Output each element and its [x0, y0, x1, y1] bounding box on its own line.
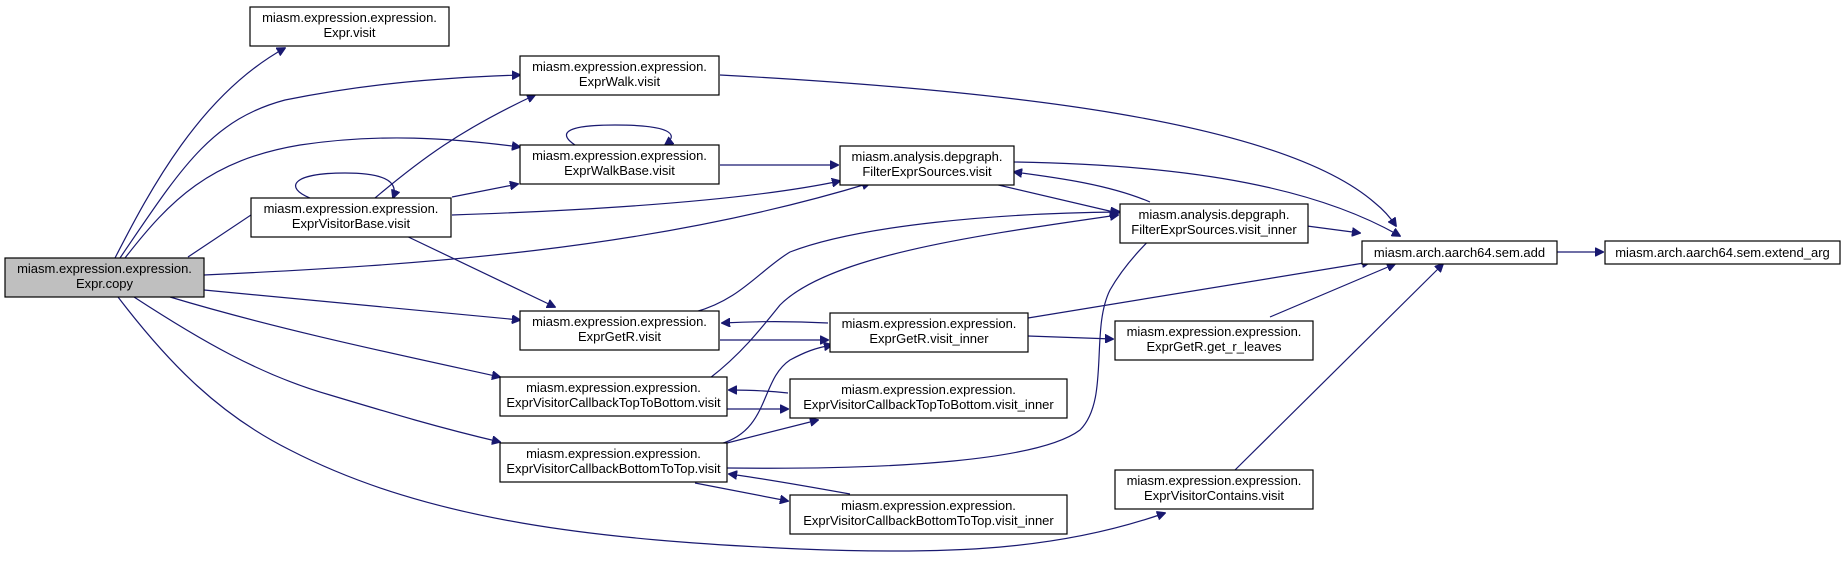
edge-filter-visit-to-sem-add [1013, 161, 1400, 236]
node-sem-add[interactable]: miasm.arch.aarch64.sem.add [1361, 240, 1558, 265]
node-label: miasm.expression.expression. [264, 201, 439, 216]
node-label: ExprVisitorCallbackBottomToTop.visit_inn… [803, 513, 1054, 528]
edge-filter-inner-to-filter-visit [1014, 172, 1151, 203]
node-exprwalk-visit[interactable]: miasm.expression.expression. ExprWalk.vi… [519, 55, 720, 96]
edge-copy-to-contains-visit [117, 296, 1165, 552]
node-label: miasm.expression.expression. [526, 380, 701, 395]
node-label: ExprVisitorCallbackBottomToTop.visit [506, 461, 721, 476]
node-label: miasm.expression.expression. [17, 261, 192, 276]
node-label: miasm.expression.expression. [1127, 473, 1302, 488]
edge-getr-inner-to-getr-visit [722, 322, 829, 324]
edge-visitorbase-self [295, 172, 395, 198]
node-label: FilterExprSources.visit [862, 164, 992, 179]
node-label: miasm.expression.expression. [532, 59, 707, 74]
edge-visitorbase-to-walk-visit [374, 95, 535, 199]
edge-cb-btt-visit-to-filter-inner [726, 208, 1183, 469]
node-label: miasm.analysis.depgraph. [851, 149, 1002, 164]
edge-copy-to-filter-visit [203, 183, 870, 276]
node-label: ExprGetR.visit_inner [869, 331, 989, 346]
node-filterexprsources-visit[interactable]: miasm.analysis.depgraph. FilterExprSourc… [839, 145, 1015, 186]
node-label: ExprVisitorCallbackTopToBottom.visit [506, 395, 721, 410]
node-label: miasm.expression.expression. [842, 316, 1017, 331]
node-label: miasm.analysis.depgraph. [1138, 207, 1289, 222]
node-label: miasm.expression.expression. [526, 446, 701, 461]
node-label: miasm.expression.expression. [841, 382, 1016, 397]
node-label: miasm.expression.expression. [1127, 324, 1302, 339]
edge-copy-to-walk-visit [119, 75, 520, 259]
edge-walk-visit-to-sem-add [719, 74, 1396, 226]
node-label: miasm.expression.expression. [532, 148, 707, 163]
node-label: miasm.expression.expression. [841, 498, 1016, 513]
edge-copy-to-cb-btt-visit [133, 296, 500, 442]
node-filterexprsources-visit-inner[interactable]: miasm.analysis.depgraph. FilterExprSourc… [1119, 203, 1309, 244]
node-label: miasm.expression.expression. [262, 10, 437, 25]
edge-filter-inner-to-sem-add [1306, 225, 1360, 233]
node-label: ExprWalk.visit [579, 74, 661, 89]
edge-cb-btt-visit-to-cb-btt-inner [694, 482, 788, 501]
node-label: ExprGetR.get_r_leaves [1146, 339, 1282, 354]
edge-getr-inner-to-sem-add [1027, 262, 1370, 319]
node-exprgetr-visit[interactable]: miasm.expression.expression. ExprGetR.vi… [519, 310, 720, 351]
edge-copy-to-walkbase-visit [124, 137, 520, 259]
edge-cb-btt-visit-to-getr-inner [719, 345, 832, 445]
node-label: ExprVisitorCallbackTopToBottom.visit_inn… [803, 397, 1054, 412]
node-exprvisitorcontains-visit[interactable]: miasm.expression.expression. ExprVisitor… [1114, 469, 1314, 510]
edge-get-r-leaves-to-sem-add [1269, 264, 1395, 318]
edge-cb-btt-inner-to-cb-btt-visit [729, 474, 851, 495]
node-exprgetr-get-r-leaves[interactable]: miasm.expression.expression. ExprGetR.ge… [1114, 320, 1314, 361]
node-exprgetr-visit-inner[interactable]: miasm.expression.expression. ExprGetR.vi… [829, 312, 1029, 353]
call-edges [114, 48, 1603, 552]
edge-getr-inner-to-get-r-leaves [1027, 336, 1113, 339]
call-nodes: miasm.expression.expression. Expr.copy m… [4, 6, 1841, 535]
node-callback-bottomtotop-visit-inner[interactable]: miasm.expression.expression. ExprVisitor… [789, 494, 1068, 535]
node-label: miasm.arch.aarch64.sem.extend_arg [1615, 245, 1830, 260]
node-label: FilterExprSources.visit_inner [1131, 222, 1297, 237]
edge-contains-visit-to-sem-add [1234, 264, 1443, 471]
edge-visitorbase-to-filter-visit [451, 181, 840, 216]
node-exprvisitorbase-visit[interactable]: miasm.expression.expression. ExprVisitor… [250, 197, 452, 238]
edge-getr-visit-to-filter-inner [694, 212, 1120, 313]
edge-cb-ttb-visit-to-filter-inner [709, 215, 1118, 379]
node-label: Expr.visit [323, 25, 375, 40]
node-label: ExprVisitorBase.visit [292, 216, 411, 231]
edge-filter-visit-to-filter-inner [989, 182, 1118, 213]
edge-copy-to-cb-ttb-visit [169, 296, 500, 377]
node-sem-extend-arg[interactable]: miasm.arch.aarch64.sem.extend_arg [1604, 240, 1841, 265]
edge-walkbase-self [566, 124, 671, 145]
edge-copy-to-getr-visit [203, 289, 520, 320]
node-callback-toptobottom-visit[interactable]: miasm.expression.expression. ExprVisitor… [499, 376, 728, 417]
edge-cb-ttb-inner-to-cb-ttb-visit [729, 390, 789, 393]
node-label: ExprGetR.visit [578, 329, 661, 344]
node-label: ExprWalkBase.visit [564, 163, 675, 178]
node-label: miasm.arch.aarch64.sem.add [1374, 245, 1545, 260]
node-label: Expr.copy [76, 276, 134, 291]
node-expr-copy[interactable]: miasm.expression.expression. Expr.copy [4, 257, 205, 298]
edge-copy-to-expr-visit [114, 48, 285, 259]
node-exprwalkbase-visit[interactable]: miasm.expression.expression. ExprWalkBas… [519, 144, 720, 185]
node-callback-toptobottom-visit-inner[interactable]: miasm.expression.expression. ExprVisitor… [789, 378, 1068, 419]
node-expr-visit[interactable]: miasm.expression.expression. Expr.visit [249, 6, 450, 47]
edge-visitorbase-to-walkbase-visit [451, 184, 518, 198]
node-label: ExprVisitorContains.visit [1144, 488, 1284, 503]
node-callback-bottomtotop-visit[interactable]: miasm.expression.expression. ExprVisitor… [499, 442, 728, 483]
edge-visitorbase-to-getr-visit [399, 232, 555, 307]
edge-cb-btt-visit-to-cb-ttb-inner [726, 420, 818, 444]
node-label: miasm.expression.expression. [532, 314, 707, 329]
